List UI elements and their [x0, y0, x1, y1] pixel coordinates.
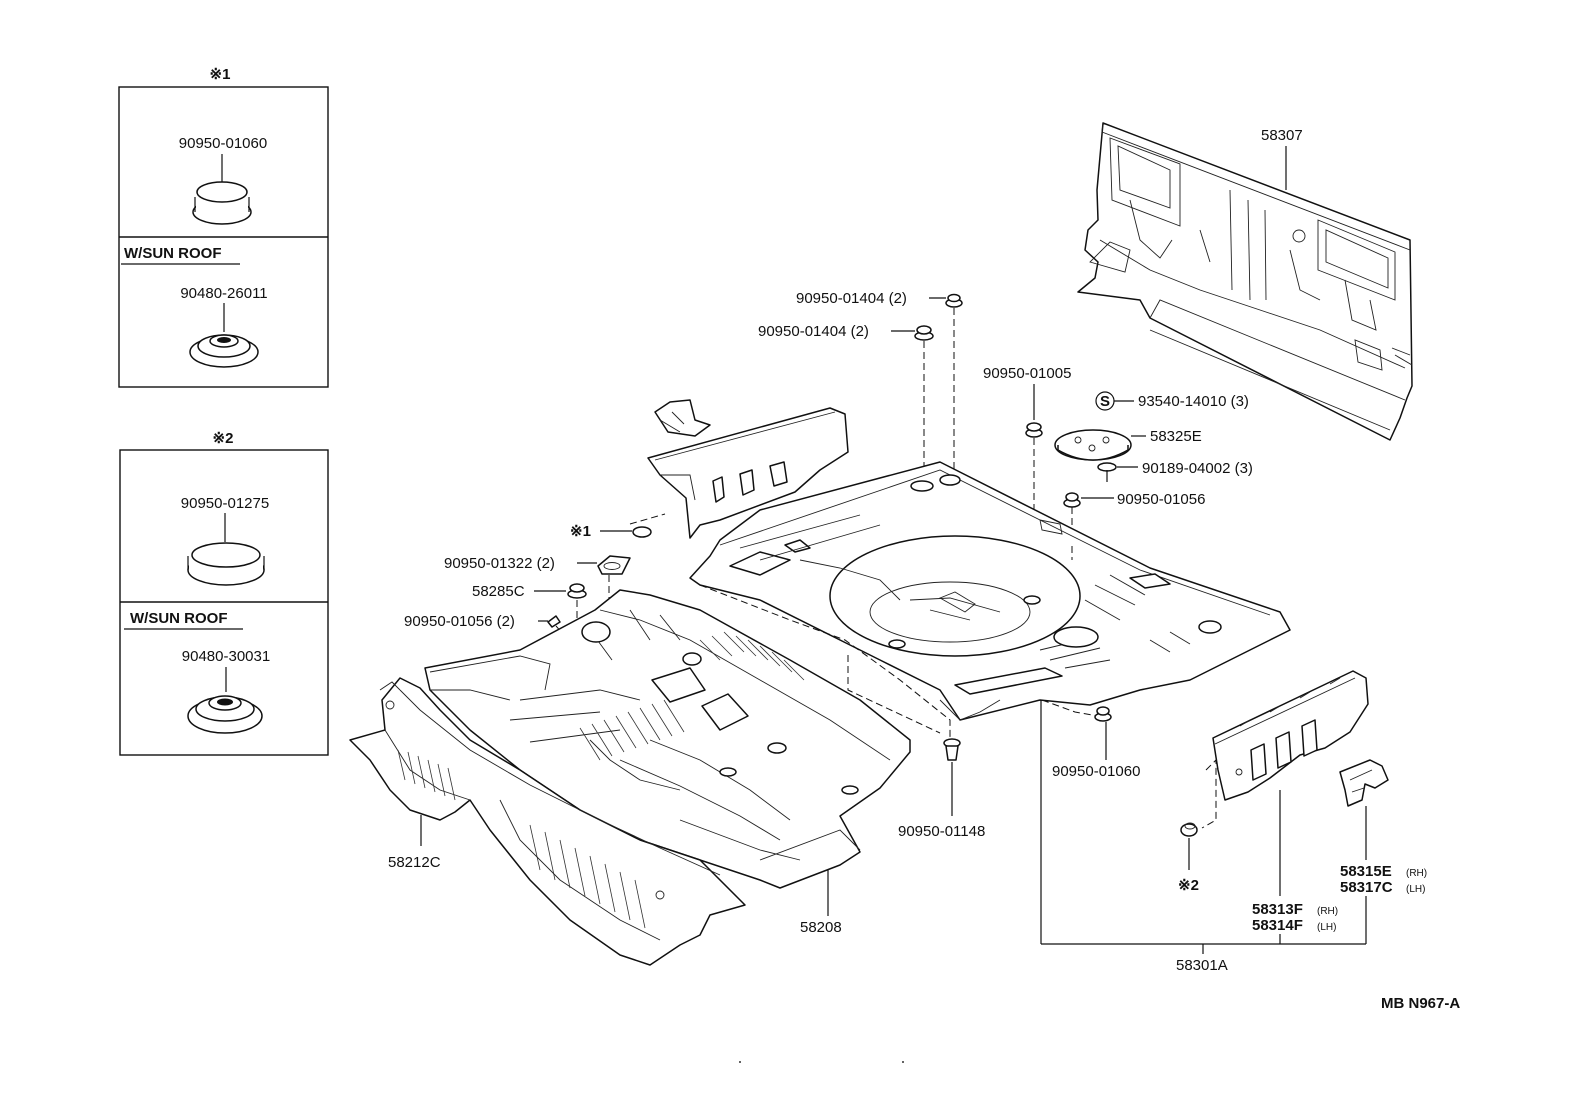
label-90189-04002: 90189-04002 (3)	[1142, 460, 1253, 477]
grommet-icon	[189, 334, 259, 368]
plug-icon	[1180, 822, 1198, 837]
label-58301a: 58301A	[1176, 957, 1228, 974]
plug-icon	[632, 526, 652, 538]
plug-icon	[1094, 706, 1112, 722]
inset-1: ※1 90950-01060 W/SUN ROOF 90480-26011	[118, 66, 329, 388]
svg-text:S: S	[1100, 393, 1110, 410]
inset-1-section: W/SUN ROOF	[124, 245, 222, 262]
label-rh-2: (RH)	[1406, 868, 1427, 879]
diagram-code: MB N967-A	[1381, 995, 1460, 1012]
grommet-icon	[187, 695, 263, 734]
dashed-leader	[699, 584, 951, 740]
grommet-icon	[597, 555, 631, 575]
inset-1-title: ※1	[210, 66, 231, 83]
ref-2: ※2	[1178, 877, 1199, 894]
plug-icon	[192, 181, 252, 225]
label-58315e: 58315E	[1340, 863, 1392, 880]
label-lh-1: (LH)	[1317, 922, 1336, 933]
ref-1: ※1	[570, 523, 591, 540]
label-90950-01005: 90950-01005	[983, 365, 1071, 382]
label-58307: 58307	[1261, 127, 1303, 144]
label-rh-1: (RH)	[1317, 906, 1338, 917]
back-panel-58307	[1077, 122, 1413, 441]
label-90950-01056: 90950-01056	[1117, 491, 1205, 508]
plug-icon	[1063, 492, 1081, 508]
cross-member	[647, 399, 849, 539]
jack-plate-58325e	[1054, 429, 1132, 461]
assembly-bracket	[1040, 700, 1367, 954]
inset-2: ※2 90950-01275 W/SUN ROOF 90480-30031	[119, 430, 329, 756]
plug-icon	[1025, 422, 1043, 438]
dashed-leader	[847, 655, 941, 734]
label-93540-14010: 93540-14010 (3)	[1138, 393, 1249, 410]
clip-icon	[943, 738, 961, 761]
dashed-leader	[629, 513, 666, 525]
dashed-leader	[1201, 758, 1217, 829]
label-58314f: 58314F	[1252, 917, 1303, 934]
rear-floor-pan	[689, 461, 1291, 721]
label-58208: 58208	[800, 919, 842, 936]
bracket-58315e	[1339, 759, 1389, 807]
inset-2-part-bottom: 90480-30031	[182, 648, 270, 665]
plug-icon	[547, 615, 561, 628]
inset-2-title: ※2	[213, 430, 234, 447]
label-58313f: 58313F	[1252, 901, 1303, 918]
label-58317c: 58317C	[1340, 879, 1393, 896]
label-90950-01056-2: 90950-01056 (2)	[404, 613, 515, 630]
label-90950-01060: 90950-01060	[1052, 763, 1140, 780]
plug-icon	[914, 325, 934, 341]
speck	[902, 1061, 904, 1063]
clip-icon	[1097, 462, 1117, 482]
side-panel	[1212, 670, 1369, 801]
label-90950-01404-a: 90950-01404 (2)	[796, 290, 907, 307]
inset-1-part-bottom: 90480-26011	[180, 285, 267, 302]
dashed-leader	[1041, 699, 1099, 717]
plug-icon	[187, 542, 265, 586]
plug-icon	[567, 583, 587, 599]
label-58285c: 58285C	[472, 583, 525, 600]
label-lh-2: (LH)	[1406, 884, 1425, 895]
plug-icon	[945, 293, 963, 308]
label-90950-01322: 90950-01322 (2)	[444, 555, 555, 572]
label-58325e: 58325E	[1150, 428, 1202, 445]
label-90950-01404-b: 90950-01404 (2)	[758, 323, 869, 340]
side-member	[349, 677, 746, 966]
front-floor-pan	[424, 589, 911, 889]
s-mark-icon: S	[1095, 391, 1115, 411]
label-90950-01148: 90950-01148	[898, 823, 985, 840]
label-58212c: 58212C	[388, 854, 441, 871]
inset-2-section: W/SUN ROOF	[130, 610, 228, 627]
speck	[739, 1061, 741, 1063]
inset-1-part-top: 90950-01060	[179, 135, 267, 152]
inset-2-part-top: 90950-01275	[181, 495, 269, 512]
